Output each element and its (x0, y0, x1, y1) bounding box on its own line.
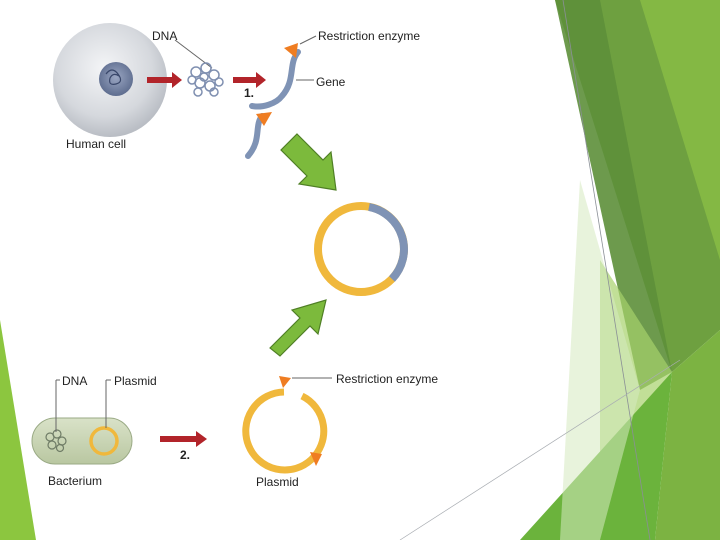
human-cell-icon (53, 23, 167, 137)
bacterium-icon (31, 417, 133, 465)
restriction-enzyme-icon-plasmid-bottom (310, 452, 322, 466)
bacterium-label: Bacterium (48, 474, 102, 488)
green-arrow-down (280, 133, 337, 191)
top-panel: Human cell DNA Restriction enzyme Gene 1… (44, 20, 444, 172)
bacterium-plasmid-label: Plasmid (114, 374, 157, 388)
cut-plasmid-icon (242, 376, 328, 474)
enzyme-leader-line (299, 35, 317, 45)
dna-label: DNA (152, 29, 177, 43)
step-1-label: 1. (244, 86, 254, 100)
plasmid-enzyme-label: Restriction enzyme (336, 372, 438, 386)
restriction-enzyme-icon-top (284, 43, 298, 58)
red-arrow-2 (233, 72, 266, 88)
restriction-enzyme-icon-bottom (256, 112, 272, 126)
red-arrow-1 (147, 72, 182, 88)
restriction-enzyme-label: Restriction enzyme (318, 29, 420, 43)
recombinant-plasmid-icon (306, 196, 420, 302)
dna-strand-upper (249, 49, 301, 110)
step-2-label: 2. (180, 448, 190, 462)
human-cell-label: Human cell (66, 137, 126, 151)
bottom-panel: DNA Plasmid Bacterium 2. Restriction enz… (28, 364, 468, 490)
cut-plasmid-label: Plasmid (256, 475, 299, 489)
red-arrow-3 (160, 431, 207, 447)
decorative-left-wedge (0, 320, 36, 540)
green-arrow-up (269, 299, 327, 357)
bacterium-dna-label: DNA (62, 374, 87, 388)
restriction-enzyme-icon-plasmid-top (279, 376, 291, 388)
gene-label: Gene (316, 75, 346, 89)
decorative-green-facets (399, 0, 720, 540)
dna-tangle-icon (187, 62, 224, 97)
